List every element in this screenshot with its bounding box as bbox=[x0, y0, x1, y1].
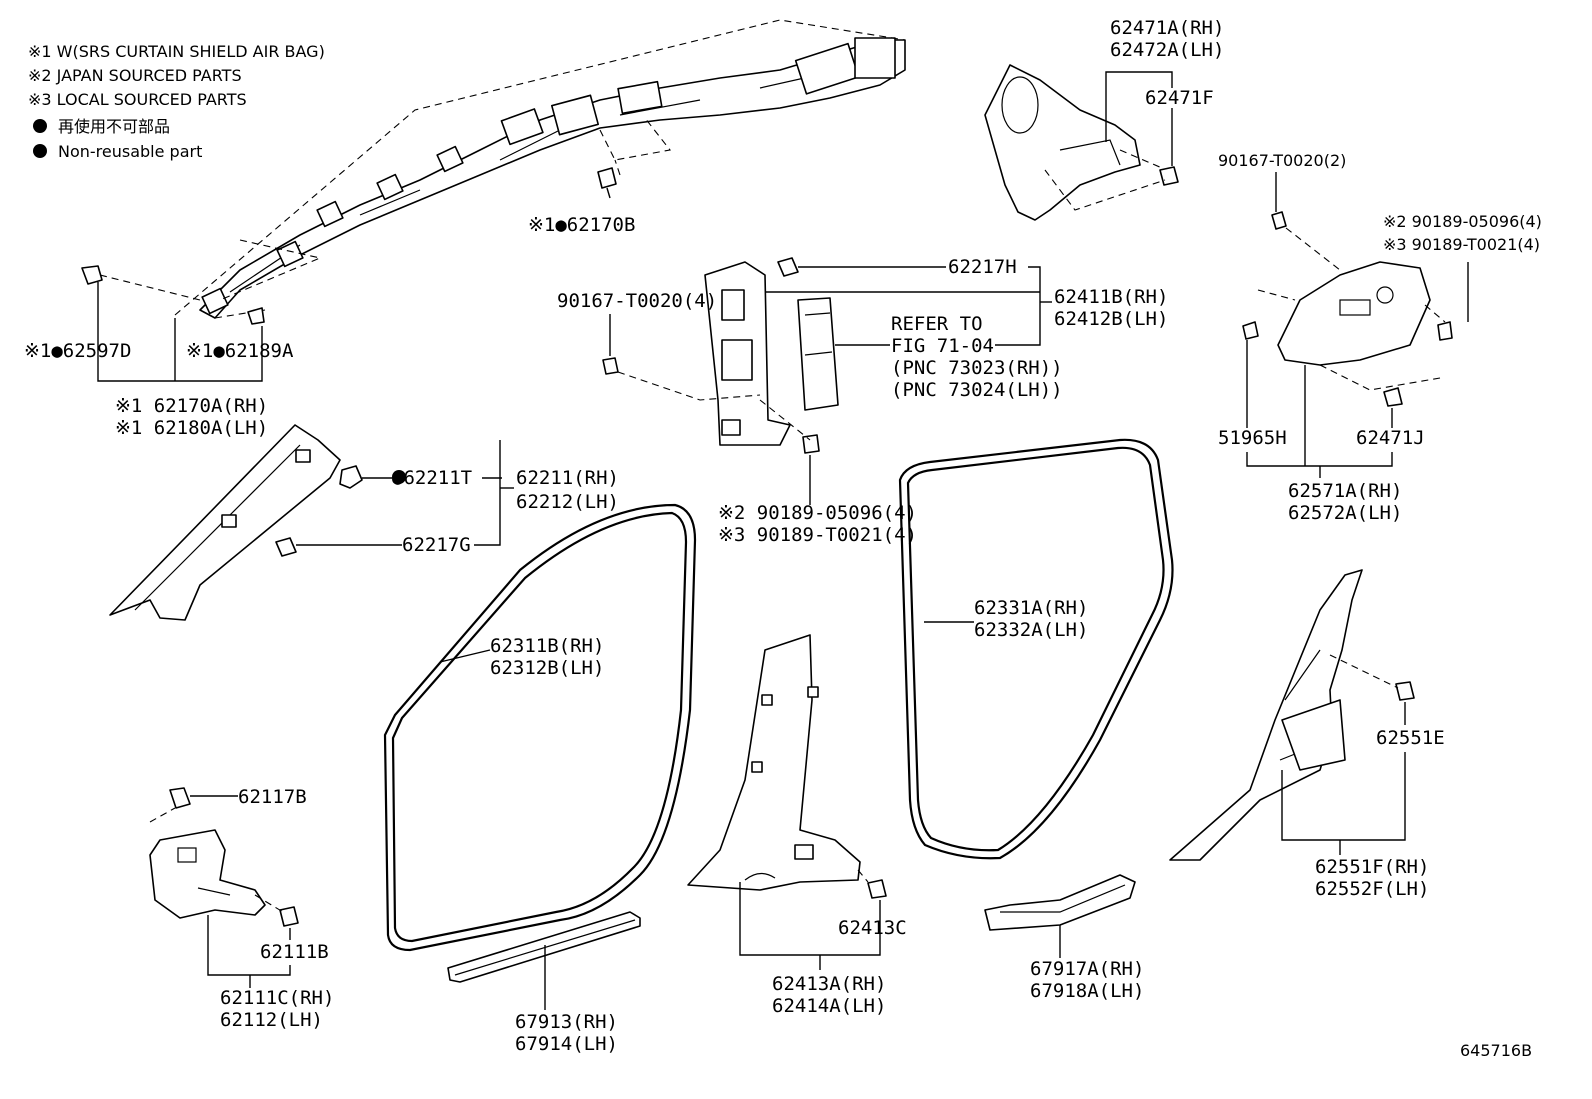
label-62170B: ※1●62170B bbox=[528, 214, 635, 236]
b-pillar-upper-garnish bbox=[602, 257, 839, 454]
legend-line-5: Non-reusable part bbox=[58, 142, 202, 161]
label-62111B: 62111B bbox=[260, 941, 329, 963]
label-90189-d: ※3 90189-T0021(4) bbox=[1383, 235, 1540, 254]
label-62597D: ※1●62597D bbox=[24, 340, 131, 362]
label-refer-2: FIG 71-04 bbox=[891, 335, 994, 357]
label-62413A: 62413A(RH) bbox=[772, 973, 886, 995]
label-51965H: 51965H bbox=[1218, 427, 1287, 449]
b-pillar-lower-garnish bbox=[687, 634, 887, 899]
roof-side-inner-garnish bbox=[984, 64, 1179, 221]
label-62414A: 62414A(LH) bbox=[772, 995, 886, 1017]
clip-62471J bbox=[1383, 387, 1403, 407]
rear-door-weatherstrip bbox=[898, 438, 1174, 860]
clip-62211T bbox=[339, 465, 363, 489]
label-62572A: 62572A(LH) bbox=[1288, 502, 1402, 524]
label-62331A: 62331A(RH) bbox=[974, 597, 1088, 619]
cowl-side-trim bbox=[149, 787, 299, 927]
a-pillar-garnish bbox=[109, 424, 363, 621]
label-90167-b: 90167-T0020(2) bbox=[1218, 151, 1346, 170]
clip-62471F bbox=[1159, 166, 1179, 186]
label-62551E: 62551E bbox=[1376, 727, 1445, 749]
clip-62597D bbox=[81, 265, 103, 285]
label-62170A: ※1 62170A(RH) bbox=[115, 395, 268, 417]
bolt-90167a bbox=[602, 357, 619, 375]
label-62552F: 62552F(LH) bbox=[1315, 878, 1429, 900]
bolt-62170B bbox=[597, 167, 617, 189]
diagram-id: 645716B bbox=[1460, 1041, 1532, 1060]
legend: ※1 W(SRS CURTAIN SHIELD AIR BAG) ※2 JAPA… bbox=[28, 42, 325, 161]
label-62472A: 62472A(LH) bbox=[1110, 39, 1224, 61]
label-67918A: 67918A(LH) bbox=[1030, 980, 1144, 1002]
label-67913: 67913(RH) bbox=[515, 1011, 618, 1033]
quarter-trim-panel bbox=[1169, 569, 1415, 861]
curtain-airbag-assembly bbox=[81, 19, 906, 325]
label-67914: 67914(LH) bbox=[515, 1033, 618, 1055]
label-62180A: ※1 62180A(LH) bbox=[115, 417, 268, 439]
bolt-90167b bbox=[1271, 211, 1287, 230]
label-62412B: 62412B(LH) bbox=[1054, 308, 1168, 330]
label-62112: 62112(LH) bbox=[220, 1009, 323, 1031]
label-62217G: 62217G bbox=[402, 534, 471, 556]
label-62211: 62211(RH) bbox=[516, 467, 619, 489]
non-reusable-dot-icon bbox=[33, 119, 47, 133]
label-62411B: 62411B(RH) bbox=[1054, 286, 1168, 308]
front-door-weatherstrip bbox=[383, 503, 697, 952]
clip-51965H bbox=[1242, 321, 1259, 340]
label-refer-4: (PNC 73024(LH)) bbox=[891, 379, 1063, 401]
non-reusable-dot-icon bbox=[392, 470, 406, 484]
clip-62117B bbox=[169, 787, 191, 809]
label-90189-a: ※2 90189-05096(4) bbox=[718, 502, 917, 524]
label-62111C: 62111C(RH) bbox=[220, 987, 334, 1009]
label-refer-3: (PNC 73023(RH)) bbox=[891, 357, 1063, 379]
rear-door-scuff-plate bbox=[984, 874, 1136, 931]
nut-90189a bbox=[802, 434, 820, 454]
label-62551F: 62551F(RH) bbox=[1315, 856, 1429, 878]
label-62212: 62212(LH) bbox=[516, 491, 619, 513]
legend-line-1: ※1 W(SRS CURTAIN SHIELD AIR BAG) bbox=[28, 42, 325, 61]
legend-line-3: ※3 LOCAL SOURCED PARTS bbox=[28, 90, 247, 109]
label-62471J: 62471J bbox=[1356, 427, 1425, 449]
clip-62111B bbox=[279, 906, 299, 927]
clip-62413C bbox=[867, 879, 887, 899]
label-62471F: 62471F bbox=[1145, 87, 1214, 109]
label-62332A: 62332A(LH) bbox=[974, 619, 1088, 641]
package-tray-side-trim bbox=[1242, 211, 1453, 407]
clip-62217G bbox=[275, 537, 297, 557]
label-62189A: ※1●62189A bbox=[186, 340, 294, 362]
label-62312B: 62312B(LH) bbox=[490, 657, 604, 679]
label-90167-a: 90167-T0020(4) bbox=[557, 290, 717, 312]
label-62217H: 62217H bbox=[948, 256, 1017, 278]
label-62571A: 62571A(RH) bbox=[1288, 480, 1402, 502]
label-62211T: ●62211T bbox=[392, 467, 472, 489]
legend-line-2: ※2 JAPAN SOURCED PARTS bbox=[28, 66, 242, 85]
label-62311B: 62311B(RH) bbox=[490, 635, 604, 657]
label-90189-c: ※2 90189-05096(4) bbox=[1383, 212, 1542, 231]
legend-line-4: 再使用不可部品 bbox=[58, 117, 170, 136]
non-reusable-dot-icon bbox=[33, 144, 47, 158]
clip-62217H bbox=[777, 257, 799, 277]
label-62471A: 62471A(RH) bbox=[1110, 17, 1224, 39]
nut-90189c bbox=[1437, 321, 1453, 341]
label-90189-b: ※3 90189-T0021(4) bbox=[718, 524, 917, 546]
clip-62551E bbox=[1395, 681, 1415, 701]
label-67917A: 67917A(RH) bbox=[1030, 958, 1144, 980]
label-62117B: 62117B bbox=[238, 786, 307, 808]
clip-62189A bbox=[247, 307, 265, 325]
label-62413C: 62413C bbox=[838, 917, 907, 939]
label-refer-1: REFER TO bbox=[891, 313, 983, 335]
